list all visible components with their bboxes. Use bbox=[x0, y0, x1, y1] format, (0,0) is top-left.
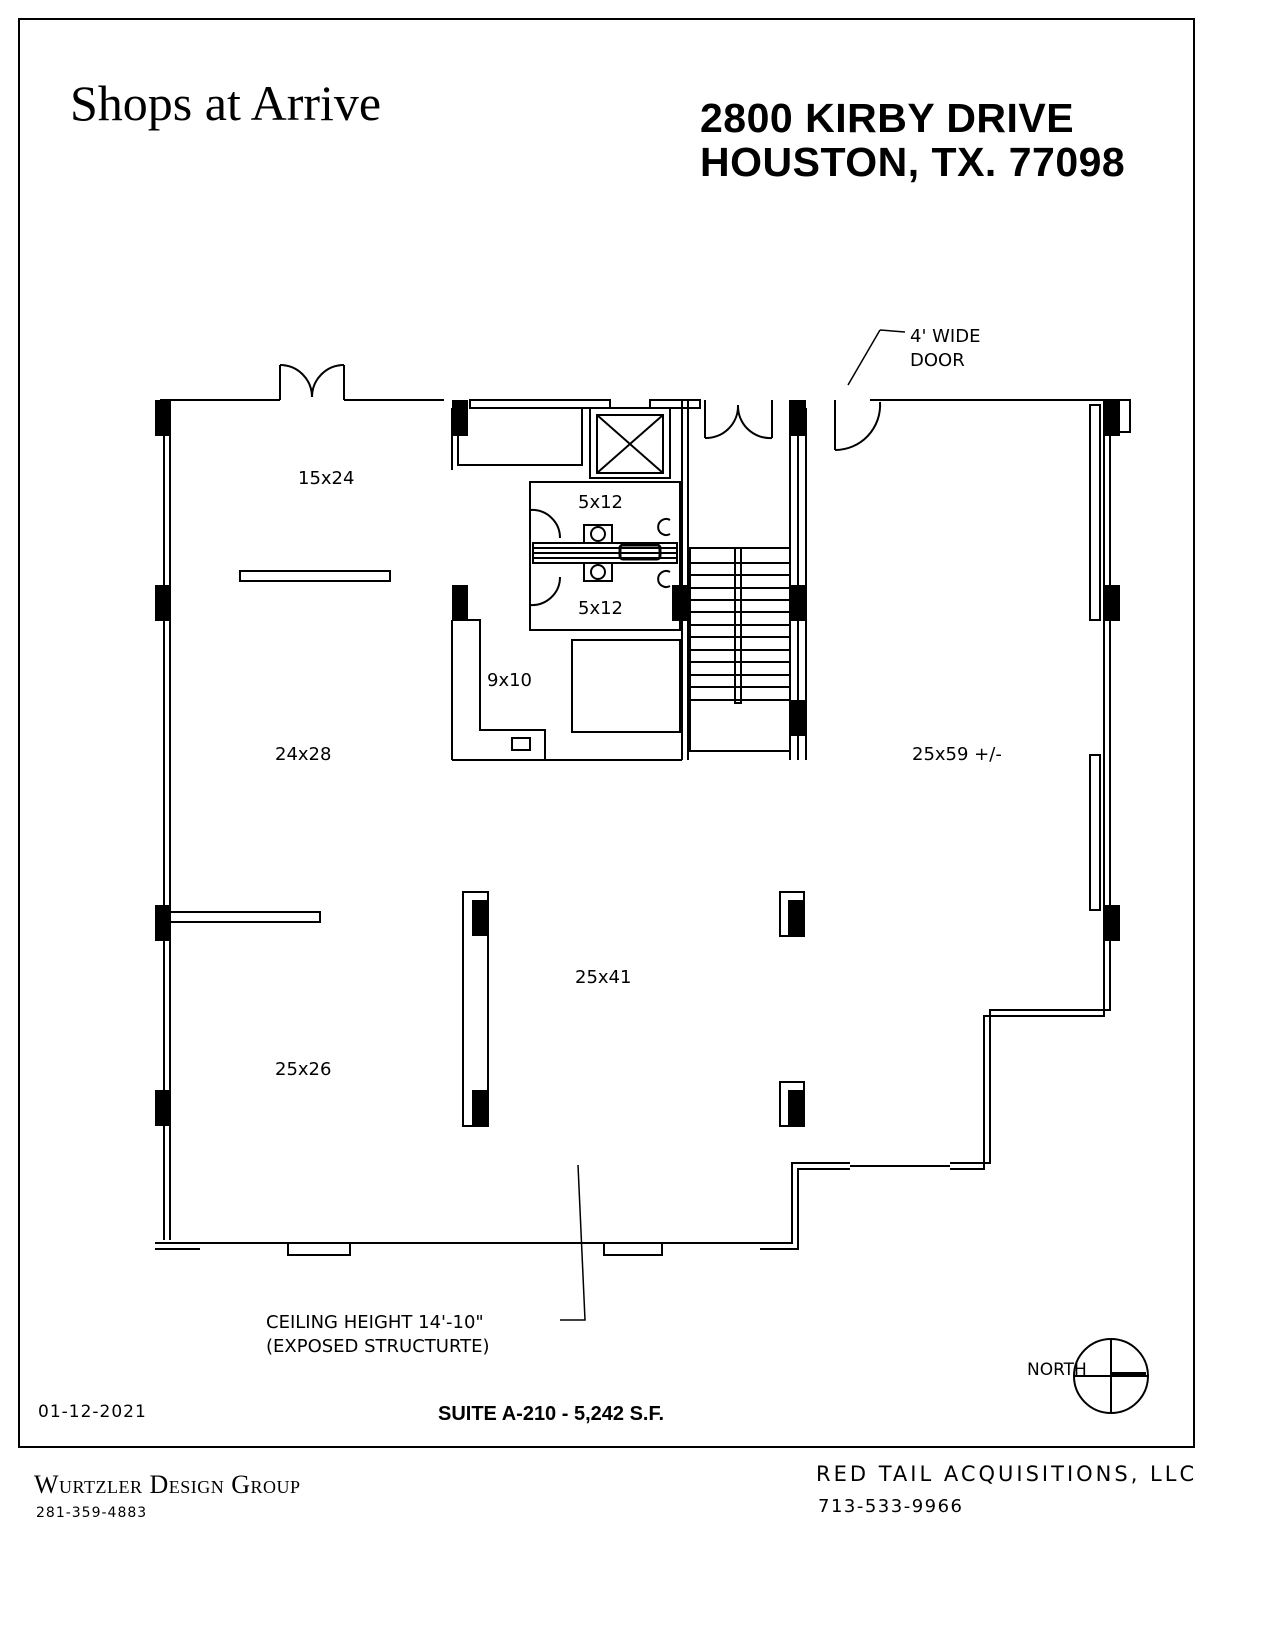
restroom-door-icon bbox=[529, 576, 562, 607]
address-line-2: HOUSTON, TX. 77098 bbox=[700, 139, 1126, 185]
room-label: 25x59 +/- bbox=[912, 744, 1002, 765]
room-label: 25x41 bbox=[575, 967, 631, 988]
storefront-frame bbox=[1089, 404, 1101, 621]
door-note: 4' WIDE bbox=[910, 326, 980, 347]
double-door-icon bbox=[704, 400, 773, 440]
room-label: 25x26 bbox=[275, 1059, 331, 1080]
double-door-icon bbox=[279, 364, 345, 400]
sink-icon bbox=[583, 524, 613, 544]
sink-icon bbox=[583, 562, 613, 582]
designer-phone: 281-359-4883 bbox=[36, 1505, 148, 1521]
partition-wall bbox=[169, 911, 321, 923]
window-unit bbox=[287, 1242, 351, 1256]
partition-wall bbox=[239, 570, 391, 582]
address-line-1: 2800 KIRBY DRIVE bbox=[700, 95, 1075, 141]
north-label: NORTH bbox=[1027, 1360, 1087, 1380]
project-title: Shops at Arrive bbox=[70, 75, 382, 131]
toilet-icon bbox=[657, 570, 671, 588]
owner-phone: 713-533-9966 bbox=[818, 1496, 964, 1517]
storefront-frame bbox=[1089, 754, 1101, 911]
structural-columns bbox=[155, 400, 1120, 1126]
designer-name: Wurtzler Design Group bbox=[34, 1470, 301, 1499]
leader-line bbox=[847, 329, 881, 386]
elevator-icon bbox=[596, 414, 664, 474]
room-label: 5x12 bbox=[578, 492, 623, 513]
room-label: 24x28 bbox=[275, 744, 331, 765]
owner-name: RED TAIL ACQUISITIONS, LLC bbox=[816, 1462, 1198, 1486]
room-label: 5x12 bbox=[578, 598, 623, 619]
window-unit bbox=[603, 1242, 663, 1256]
door-note: DOOR bbox=[910, 350, 965, 371]
drawing-border bbox=[18, 18, 1195, 1448]
leader-line bbox=[560, 1164, 586, 1321]
room-label: 15x24 bbox=[298, 468, 354, 489]
north-arrow-icon bbox=[1073, 1338, 1149, 1414]
ceiling-note: CEILING HEIGHT 14'-10" bbox=[266, 1312, 484, 1333]
suite-info: SUITE A-210 - 5,242 S.F. bbox=[438, 1403, 665, 1425]
restroom-door-icon bbox=[529, 508, 562, 539]
ceiling-note: (EXPOSED STRUCTURTE) bbox=[266, 1336, 490, 1357]
room-label: 9x10 bbox=[487, 670, 532, 691]
drawing-date: 01-12-2021 bbox=[38, 1402, 147, 1422]
toilet-icon bbox=[657, 518, 671, 536]
address-block: 2800 KIRBY DRIVE HOUSTON, TX. 77098 bbox=[700, 96, 1125, 184]
single-door-icon bbox=[834, 400, 882, 452]
